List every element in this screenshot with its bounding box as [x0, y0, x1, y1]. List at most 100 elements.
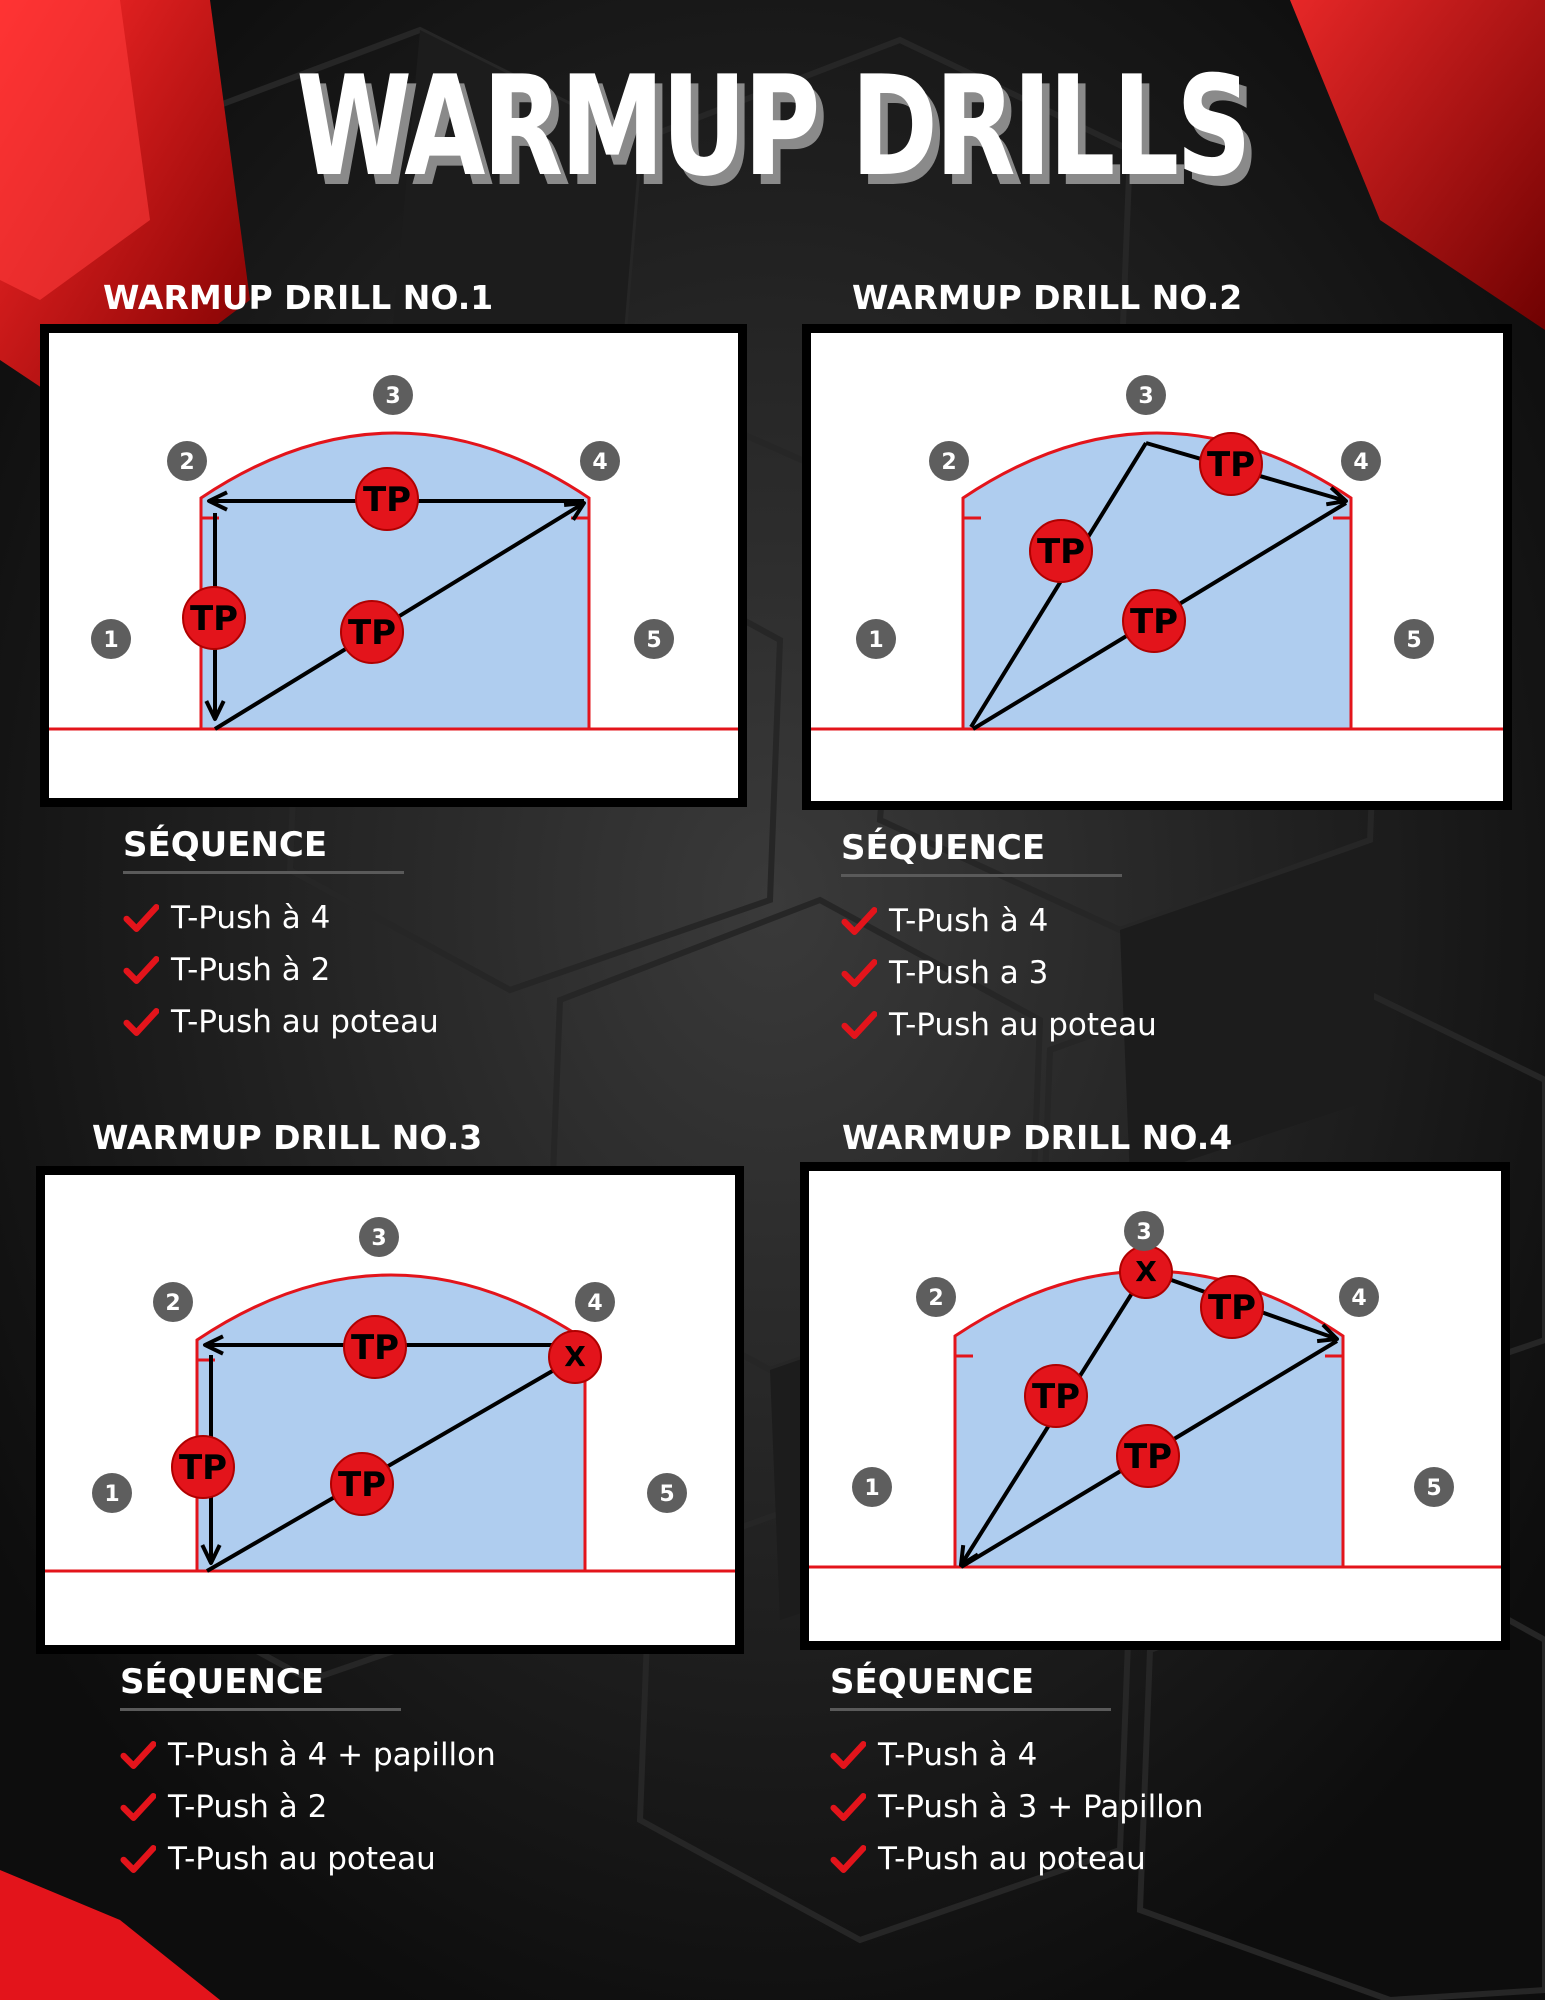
marker-label: TP [363, 480, 411, 520]
tp-marker: TP [1122, 589, 1186, 653]
tp-marker: TP [330, 1452, 394, 1516]
checkmark-icon [123, 1008, 159, 1036]
position-5-badge: 5 [1414, 1467, 1454, 1507]
sequence-step-label: T-Push au poteau [889, 1007, 1157, 1043]
tp-marker: TP [171, 1435, 235, 1499]
checkmark-icon [120, 1793, 156, 1821]
sequence-heading: SÉQUENCE [123, 825, 404, 874]
sequence-heading: SÉQUENCE [830, 1662, 1111, 1711]
arrowhead [207, 490, 228, 512]
position-number: 3 [371, 1226, 386, 1251]
marker-label: TP [1207, 445, 1255, 485]
sequence-step-label: T-Push à 3 + Papillon [878, 1789, 1204, 1825]
tp-marker: TP [1200, 1275, 1264, 1339]
sequence-step-label: T-Push à 2 [171, 952, 331, 988]
tp-marker: TP [1029, 519, 1093, 583]
position-2-badge: 2 [916, 1277, 956, 1317]
sequence-step: T-Push à 4 + papillon [120, 1729, 496, 1781]
checkmark-icon [841, 907, 877, 935]
drill-3-title: WARMUP DRILL NO.3 [92, 1118, 483, 1157]
sequence-step: T-Push à 4 [841, 895, 1157, 947]
sequence-step-label: T-Push à 4 [878, 1737, 1038, 1773]
sequence-step-label: T-Push au poteau [171, 1004, 439, 1040]
marker-label: X [564, 1340, 586, 1373]
position-number: 4 [1351, 1286, 1366, 1311]
position-4-badge: 4 [1341, 441, 1381, 481]
sequence-step-label: T-Push au poteau [878, 1841, 1146, 1877]
sequence-step: T-Push au poteau [120, 1833, 496, 1885]
checkmark-icon [123, 904, 159, 932]
position-5-badge: 5 [634, 619, 674, 659]
position-3-badge: 3 [1126, 375, 1166, 415]
tp-marker: TP [1199, 432, 1263, 496]
arrowhead [1325, 486, 1348, 507]
tp-marker: TP [343, 1315, 407, 1379]
drill-3-sequence: SÉQUENCE T-Push à 4 + papillon T-Push à … [120, 1662, 496, 1885]
position-3-badge: 3 [1124, 1211, 1164, 1251]
page-title: WARMUP DRILLS [296, 46, 1251, 207]
position-5-badge: 5 [647, 1473, 687, 1513]
tp-marker: TP [182, 586, 246, 650]
goal-crease [961, 431, 1353, 731]
marker-label: TP [348, 613, 396, 653]
checkmark-icon [841, 959, 877, 987]
marker-label: TP [1032, 1377, 1080, 1417]
drill-4-sequence: SÉQUENCE T-Push à 4 T-Push à 3 + Papillo… [830, 1662, 1203, 1885]
checkmark-icon [120, 1845, 156, 1873]
sequence-heading: SÉQUENCE [841, 828, 1122, 877]
goal-crease [195, 1273, 587, 1573]
movement-arrow [969, 441, 1148, 729]
sequence-step-label: T-Push au poteau [168, 1841, 436, 1877]
tp-marker: TP [1024, 1364, 1088, 1428]
position-number: 4 [592, 450, 607, 475]
tp-marker: TP [355, 467, 419, 531]
drill-2-sequence: SÉQUENCE T-Push à 4 T-Push a 3 T-Push au… [841, 828, 1157, 1051]
marker-label: TP [190, 599, 238, 639]
position-number: 5 [1426, 1476, 1441, 1501]
position-number: 4 [1353, 450, 1368, 475]
sequence-step-label: T-Push a 3 [889, 955, 1049, 991]
sequence-step: T-Push à 4 [830, 1729, 1203, 1781]
marker-label: TP [1124, 1437, 1172, 1477]
sequence-step: T-Push au poteau [841, 999, 1157, 1051]
checkmark-icon [120, 1741, 156, 1769]
position-1-badge: 1 [92, 1473, 132, 1513]
tp-marker: TP [340, 600, 404, 664]
position-number: 1 [868, 628, 883, 653]
position-number: 3 [385, 384, 400, 409]
sequence-step-label: T-Push à 4 + papillon [168, 1737, 496, 1773]
sequence-step: T-Push a 3 [841, 947, 1157, 999]
position-number: 5 [1406, 628, 1421, 653]
position-number: 4 [587, 1291, 602, 1316]
sequence-step: T-Push à 3 + Papillon [830, 1781, 1203, 1833]
sequence-step-label: T-Push à 2 [168, 1789, 328, 1825]
position-number: 1 [103, 628, 118, 653]
sequence-step: T-Push à 2 [123, 944, 439, 996]
checkmark-icon [830, 1793, 866, 1821]
position-1-badge: 1 [856, 619, 896, 659]
arrowhead [1316, 1323, 1339, 1344]
arrowhead [204, 700, 226, 721]
sequence-heading: SÉQUENCE [120, 1662, 401, 1711]
checkmark-icon [830, 1845, 866, 1873]
tp-marker: TP [1116, 1424, 1180, 1488]
drill-2-title: WARMUP DRILL NO.2 [852, 278, 1243, 317]
sequence-step-label: T-Push à 4 [889, 903, 1049, 939]
position-number: 3 [1138, 384, 1153, 409]
arrowhead [200, 1544, 222, 1565]
position-number: 3 [1136, 1220, 1151, 1245]
goal-crease [199, 431, 591, 731]
sequence-step: T-Push à 4 [123, 892, 439, 944]
arrowhead [203, 1334, 224, 1356]
arrowhead [563, 501, 586, 521]
sequence-step: T-Push au poteau [830, 1833, 1203, 1885]
sequence-step: T-Push à 2 [120, 1781, 496, 1833]
position-3-badge: 3 [373, 375, 413, 415]
marker-label: TP [351, 1328, 399, 1368]
position-1-badge: 1 [852, 1467, 892, 1507]
